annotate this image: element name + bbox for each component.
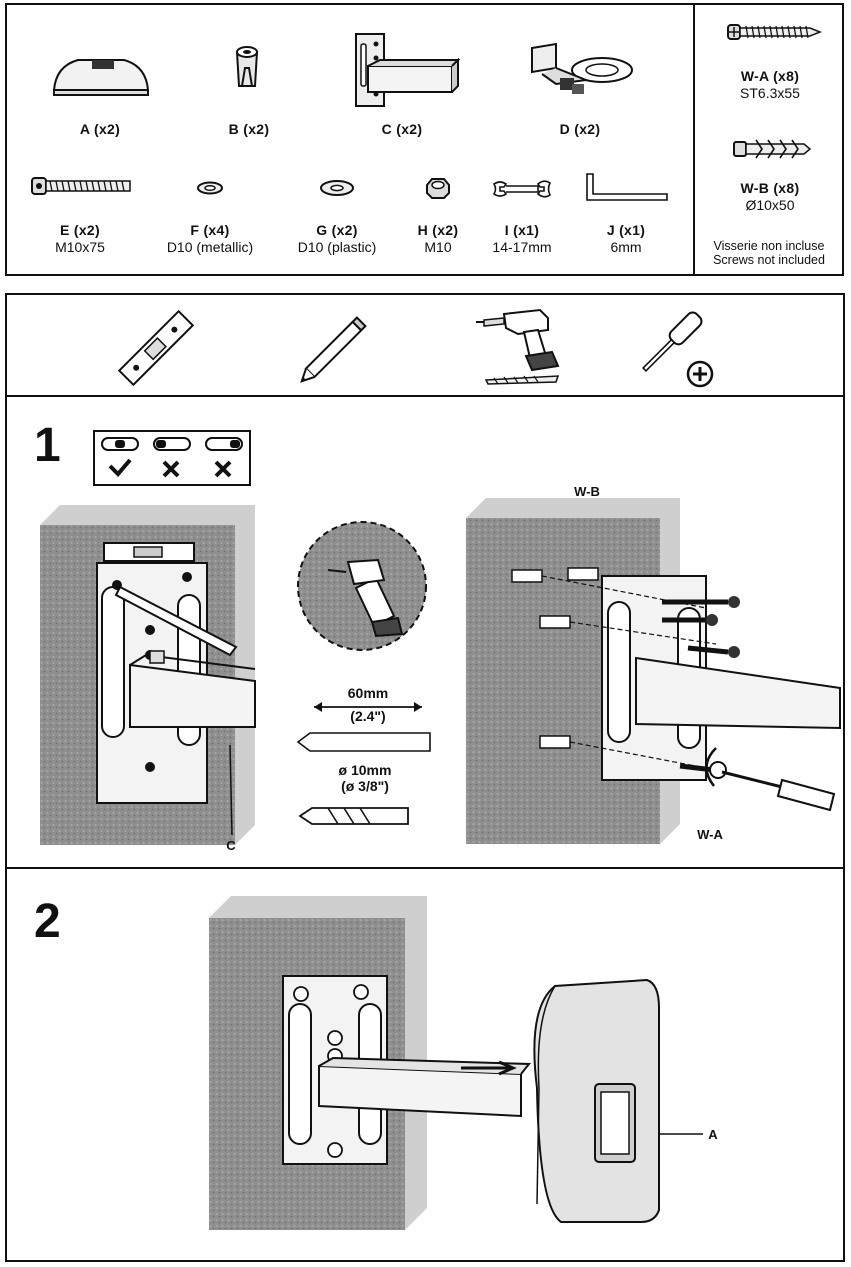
step2-attach-cover-illustration xyxy=(209,896,703,1230)
part-j-allen-key-icon xyxy=(586,173,668,201)
part-j-label: J (x1) 6mm xyxy=(606,222,646,255)
wall-screw-wa-label: W-A (x8) ST6.3x55 xyxy=(740,68,800,101)
wall-screw-wa-icon xyxy=(727,24,823,40)
drill-icon xyxy=(476,308,560,385)
drill-bit-icon xyxy=(298,807,409,825)
wall-anchor-wb-label: W-B (x8) Ø10x50 xyxy=(740,180,800,213)
level-icon xyxy=(117,309,195,387)
pencil-icon xyxy=(300,316,367,383)
wall-anchor-wb-icon xyxy=(733,139,812,159)
part-e-bolt-icon xyxy=(31,177,131,195)
cross-mark-icon xyxy=(214,460,232,478)
wall-hardware-panel xyxy=(693,3,844,276)
hole-spacing-arrow xyxy=(314,702,422,712)
hole-spacing-label: 60mm xyxy=(347,685,389,701)
parts-list-panel xyxy=(5,3,695,276)
part-b-label: B (x2) xyxy=(228,121,270,137)
check-mark-icon xyxy=(108,458,132,477)
step-1-number: 1 xyxy=(34,419,61,472)
part-d-tv-plate-icon xyxy=(531,42,633,94)
part-f-metal-washer-icon xyxy=(197,181,223,195)
part-a-label: A (x2) xyxy=(79,121,121,137)
part-i-wrench-icon xyxy=(492,180,552,198)
part-c-label: C (x2) xyxy=(381,121,423,137)
part-e-label: E (x2) M10x75 xyxy=(55,222,105,255)
hole-spacing-inch-label: (2.4") xyxy=(350,708,386,724)
level-check-icons xyxy=(101,437,243,478)
part-f-label: F (x4) D10 (metallic) xyxy=(166,222,254,255)
part-a-callout: A xyxy=(708,1127,718,1142)
part-h-nut-icon xyxy=(426,178,450,199)
wall-anchor-wb-callout: W-B xyxy=(574,484,600,499)
part-c-callout: C xyxy=(226,838,236,853)
step-2-number: 2 xyxy=(34,895,61,948)
drill-bit-length-icon xyxy=(296,732,431,752)
part-c-arm-bracket-icon xyxy=(355,33,461,107)
part-d-label: D (x2) xyxy=(559,121,601,137)
cross-mark-icon xyxy=(162,460,180,478)
screws-not-included-note: Visserie non incluse Screws not included xyxy=(713,239,825,267)
part-g-label: G (x2) D10 (plastic) xyxy=(297,222,377,255)
drill-diameter-inch-label: (ø 3/8") xyxy=(341,778,389,794)
part-b-spacer-icon xyxy=(235,46,259,87)
wall-screw-wa-callout: W-A xyxy=(697,827,723,842)
part-h-label: H (x2) M10 xyxy=(417,222,459,255)
drill-detail-circle xyxy=(297,521,427,651)
step1-fix-bracket-illustration xyxy=(466,498,841,844)
wall-anchor-icon xyxy=(511,567,599,749)
screwdriver-icon xyxy=(641,311,714,388)
drill-diameter-label: ø 10mm xyxy=(338,762,392,778)
part-i-label: I (x1) 14-17mm xyxy=(492,222,552,255)
step1-mark-holes-illustration xyxy=(40,505,256,845)
part-g-plastic-washer-icon xyxy=(320,180,354,196)
part-a-cover-icon xyxy=(52,59,150,96)
